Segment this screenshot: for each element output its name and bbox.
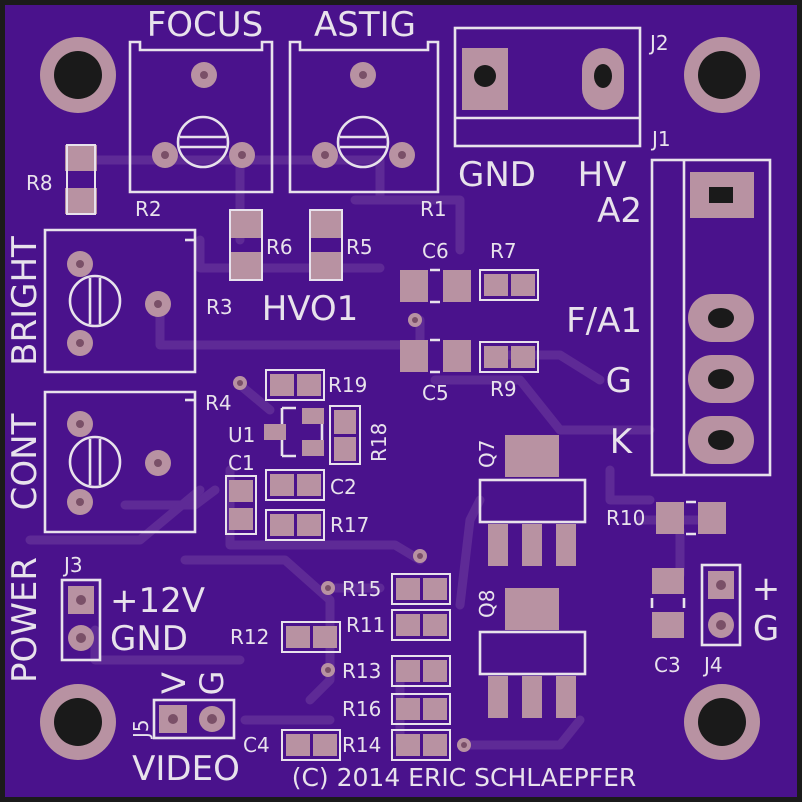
ref-r17: R17 — [330, 513, 369, 537]
label-hvo1: HVO1 — [262, 289, 359, 329]
ref-r16: R16 — [342, 697, 381, 721]
label-j5-v: V — [155, 672, 193, 694]
label-fa1: F/A1 — [566, 301, 642, 341]
header-j4 — [700, 563, 742, 647]
ref-r8: R8 — [26, 171, 53, 195]
ref-j5: J5 — [129, 719, 153, 740]
ref-c1: C1 — [228, 451, 255, 475]
label-plus12v: +12V — [110, 581, 205, 621]
trimpot-r2 — [128, 40, 274, 194]
ref-r15: R15 — [342, 577, 381, 601]
ref-j1: J1 — [650, 127, 671, 151]
label-a2: A2 — [597, 191, 642, 231]
ref-r9: R9 — [490, 377, 517, 401]
transistor-q7 — [478, 435, 587, 566]
terminal-j2 — [453, 26, 642, 148]
label-focus: FOCUS — [147, 5, 264, 45]
ref-r6: R6 — [266, 235, 293, 259]
label-gnd-top: GND — [458, 155, 536, 195]
label-cont: CONT — [5, 413, 45, 510]
ref-q8: Q8 — [475, 590, 499, 618]
label-gnd-power: GND — [110, 619, 188, 659]
vias — [233, 313, 471, 752]
ref-r1: R1 — [420, 197, 447, 221]
ref-r3: R3 — [206, 295, 233, 319]
ref-r13: R13 — [342, 659, 381, 683]
header-j3 — [60, 578, 102, 662]
ref-r5: R5 — [346, 235, 373, 259]
label-g: G — [606, 361, 632, 401]
silkscreen-labels: FOCUS ASTIG GND HV A2 HVO1 F/A1 G K +12V… — [5, 5, 780, 792]
label-j4-plus: + — [752, 569, 781, 609]
label-video: VIDEO — [132, 749, 240, 789]
ref-c4: C4 — [243, 733, 270, 757]
ref-c2: C2 — [330, 475, 357, 499]
trimpot-r1 — [288, 40, 440, 194]
label-k: K — [610, 422, 634, 462]
ref-r10: R10 — [606, 506, 645, 530]
ref-r14: R14 — [342, 733, 381, 757]
ref-r12: R12 — [230, 625, 269, 649]
header-j5 — [152, 698, 236, 740]
ref-c3: C3 — [654, 653, 681, 677]
ref-r2: R2 — [135, 197, 162, 221]
label-hv: HV — [578, 155, 627, 195]
ref-j3: J3 — [62, 553, 83, 577]
header-j1 — [650, 158, 772, 477]
label-j4-g: G — [753, 609, 779, 649]
ref-r4: R4 — [205, 391, 232, 415]
label-copyright: (C) 2014 ERIC SCHLAEPFER — [292, 763, 637, 792]
smd-passives — [65, 144, 726, 761]
ref-r19: R19 — [328, 373, 367, 397]
label-j5-g: G — [193, 671, 231, 696]
ref-j2: J2 — [648, 31, 669, 55]
ref-r11: R11 — [346, 613, 385, 637]
ref-c6: C6 — [422, 239, 449, 263]
label-power: POWER — [5, 557, 45, 683]
ref-r7: R7 — [490, 239, 517, 263]
label-bright: BRIGHT — [5, 236, 45, 366]
mounting-holes — [40, 37, 760, 760]
ref-q7: Q7 — [475, 440, 499, 468]
ref-r18: R18 — [367, 423, 391, 462]
trimpot-r4 — [43, 390, 197, 534]
trimpot-r3 — [43, 228, 197, 374]
transistor-q8 — [478, 588, 587, 718]
label-astig: ASTIG — [314, 5, 416, 45]
ref-c5: C5 — [422, 381, 449, 405]
ref-j4: J4 — [702, 653, 723, 677]
ref-u1: U1 — [228, 423, 255, 447]
